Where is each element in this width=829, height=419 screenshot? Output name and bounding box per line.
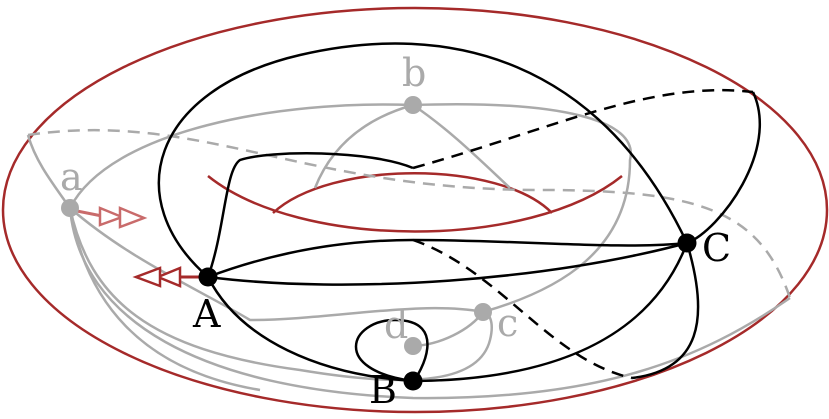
front-edge-A-B: [206, 276, 414, 383]
front-edge-B-C: [412, 242, 689, 383]
vertex-A-arrow: [132, 266, 206, 288]
front-edge-B-loop: [354, 318, 429, 383]
back-edge-a-top-left: [26, 134, 72, 209]
torus-hole-lower-curve: [207, 175, 623, 233]
vertex-A: [198, 267, 218, 287]
front-edge-A-top-notch: [206, 152, 414, 278]
vertex-b-label: b: [402, 51, 426, 95]
vertex-a-label: a: [60, 155, 83, 199]
back-edge-a-bottom-1: [68, 207, 493, 382]
vertex-a: [61, 199, 79, 217]
vertex-A-label: A: [192, 292, 221, 336]
vertex-c: [474, 303, 492, 321]
front-edge-dashed-top: [412, 88, 754, 170]
front-edge-dashed-bottom: [412, 238, 633, 380]
back-edge-a-b: [68, 103, 414, 209]
back-graph-edges: [26, 103, 791, 400]
vertex-d: [404, 337, 422, 355]
back-edge-b-right-branch: [412, 103, 511, 189]
back-edge-b-left-branch: [313, 103, 414, 189]
front-edge-C-bottom: [631, 242, 700, 380]
front-edge-outer-loop: [157, 42, 689, 278]
front-edge-A-C-lower: [207, 241, 688, 286]
back-edge-b-c: [412, 103, 633, 314]
back-edge-a-bottom-3: [68, 207, 261, 392]
torus-outer-outline: [1, 6, 829, 414]
vertex-d-label: d: [384, 303, 408, 347]
back-graph-dashed-edges: [27, 128, 792, 299]
back-edge-a-bottom-2: [68, 207, 791, 400]
vertex-B: [403, 371, 423, 391]
vertex-c-label: c: [497, 301, 518, 345]
back-edge-a-c: [69, 207, 484, 322]
front-edge-top-to-C: [686, 91, 761, 245]
back-edge-dashed-wrap: [27, 128, 792, 299]
vertex-C-label: C: [702, 226, 731, 270]
torus-hole-upper-curve: [272, 172, 553, 214]
front-graph-dashed-edges: [412, 88, 754, 380]
vertex-B-label: B: [369, 368, 397, 412]
vertex-C: [677, 233, 697, 253]
vertex-b: [404, 96, 422, 114]
